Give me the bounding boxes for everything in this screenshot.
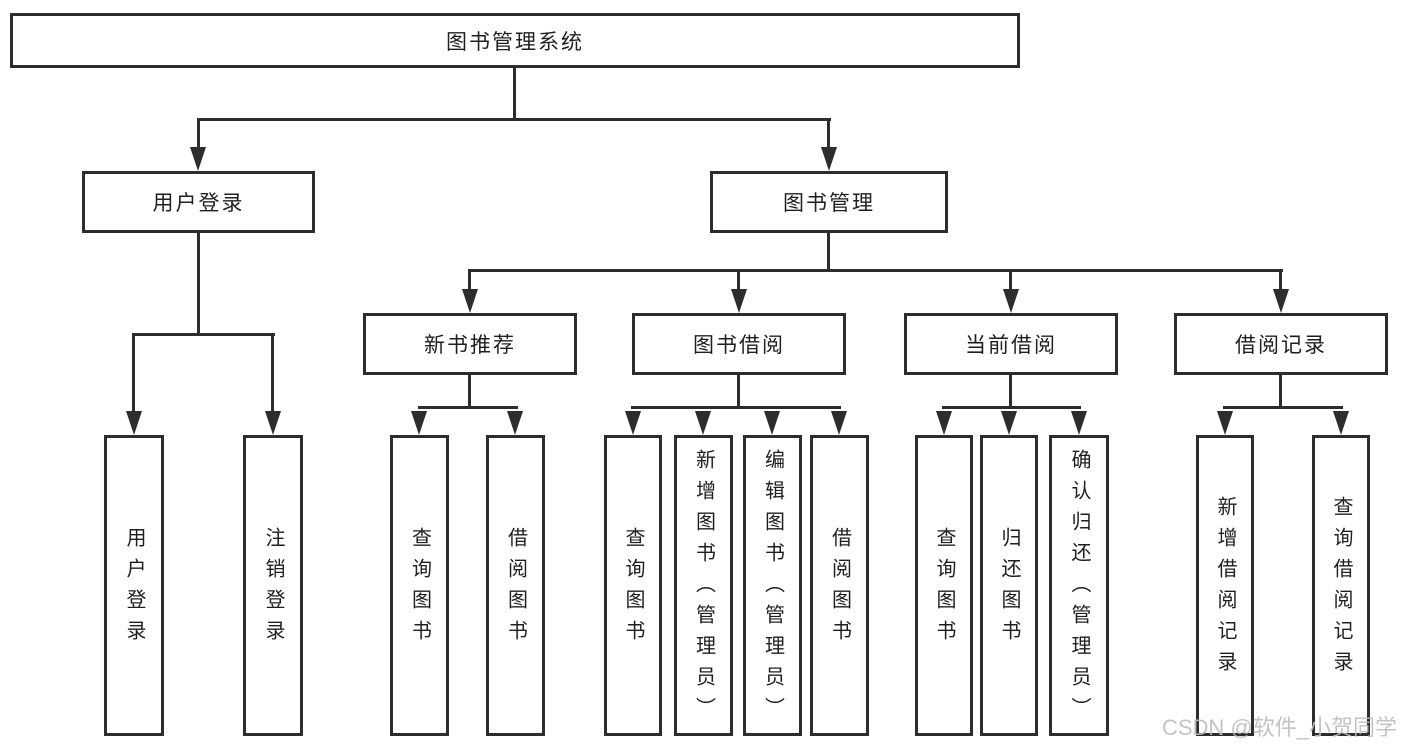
connector-stub-user-login xyxy=(197,121,200,147)
connector-new-book-vertical xyxy=(468,375,471,406)
connector-stub-new-book xyxy=(468,272,471,289)
leaf-borrow-books-recommend: 借阅图书 xyxy=(486,435,545,736)
connector-stub-book-management xyxy=(827,121,830,147)
arrowhead-down-icon xyxy=(625,411,641,435)
connector-borrow-records-horizontal xyxy=(1223,406,1343,409)
arrowhead-down-icon xyxy=(126,411,142,435)
arrowhead-down-icon xyxy=(1217,411,1233,435)
connector-user-login-horizontal xyxy=(132,333,275,336)
leaf-add-borrow-record: 新增借阅记录 xyxy=(1196,435,1254,736)
connector-book-borrow-horizontal xyxy=(631,406,841,409)
connector-borrow-records-vertical xyxy=(1279,375,1282,406)
connector-root-horizontal xyxy=(197,118,831,121)
leaf-user-login: 用户登录 xyxy=(104,435,164,736)
node-book-borrowing: 图书借阅 xyxy=(632,313,846,375)
node-current-borrowing: 当前借阅 xyxy=(904,313,1118,375)
arrowhead-down-icon xyxy=(411,411,427,435)
arrowhead-down-icon xyxy=(265,411,281,435)
connector-new-book-horizontal xyxy=(418,406,518,409)
node-library-management-system: 图书管理系统 xyxy=(10,13,1020,68)
arrowhead-down-icon xyxy=(1001,411,1017,435)
arrowhead-down-icon xyxy=(1071,411,1087,435)
arrowhead-down-icon xyxy=(831,411,847,435)
arrowhead-down-icon xyxy=(1333,411,1349,435)
connector-current-borrow-vertical xyxy=(1009,375,1012,406)
connector-book-management-horizontal xyxy=(468,269,1283,272)
connector-stub-current-borrow xyxy=(1009,272,1012,289)
connector-stub-leaf-user-login xyxy=(132,336,135,411)
arrowhead-down-icon xyxy=(764,411,780,435)
leaf-query-books-borrowing: 查询图书 xyxy=(604,435,662,736)
node-new-book-recommendation: 新书推荐 xyxy=(363,313,577,375)
leaf-return-book: 归还图书 xyxy=(980,435,1038,736)
arrowhead-down-icon xyxy=(462,289,478,313)
arrowhead-down-icon xyxy=(1273,289,1289,313)
leaf-borrow-books-borrowing: 借阅图书 xyxy=(810,435,869,736)
connector-current-borrow-horizontal xyxy=(942,406,1081,409)
arrowhead-down-icon xyxy=(507,411,523,435)
connector-stub-borrow-records xyxy=(1279,272,1282,289)
connector-stub-book-borrow xyxy=(737,272,740,289)
arrowhead-down-icon xyxy=(190,147,206,171)
leaf-edit-book-admin: 编辑图书（管理员） xyxy=(743,435,802,736)
watermark: CSDN @软件_小贺同学 xyxy=(1161,715,1397,740)
connector-stub-leaf-logout xyxy=(271,336,274,411)
arrowhead-down-icon xyxy=(731,289,747,313)
leaf-query-borrow-record: 查询借阅记录 xyxy=(1312,435,1370,736)
connector-book-borrow-vertical xyxy=(737,375,740,406)
leaf-confirm-return-admin: 确认归还（管理员） xyxy=(1049,435,1109,736)
arrowhead-down-icon xyxy=(1003,289,1019,313)
node-borrowing-records: 借阅记录 xyxy=(1174,313,1388,375)
leaf-logout: 注销登录 xyxy=(243,435,303,736)
connector-book-management-vertical xyxy=(827,233,830,271)
connector-user-login-vertical xyxy=(197,233,200,335)
leaf-query-books-recommend: 查询图书 xyxy=(390,435,449,736)
arrowhead-down-icon xyxy=(936,411,952,435)
connector-root-vertical xyxy=(513,68,516,120)
leaf-query-books-current: 查询图书 xyxy=(915,435,973,736)
node-book-management: 图书管理 xyxy=(710,171,948,233)
arrowhead-down-icon xyxy=(821,147,837,171)
node-user-login: 用户登录 xyxy=(82,171,315,233)
arrowhead-down-icon xyxy=(695,411,711,435)
leaf-add-book-admin: 新增图书（管理员） xyxy=(674,435,733,736)
